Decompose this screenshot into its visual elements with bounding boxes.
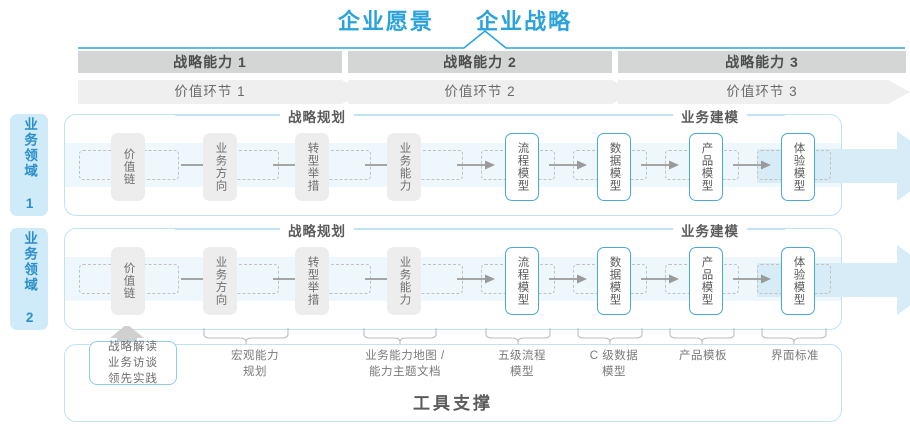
row-1-step-arrow-4	[457, 160, 495, 170]
capability-label-2: 战略能力 2	[443, 54, 517, 70]
row-1-section-caption-1: 战略规划	[280, 106, 354, 126]
value-stage-label-2: 价值环节 2	[444, 84, 516, 99]
row-1-step-label-3: 转型举措	[306, 142, 319, 192]
tool-label-1: 宏观能力 规划	[231, 350, 279, 378]
domain-row-1: 战略规划 业务建模 价值链 业务方向 转型举措 业务能力 流程模型	[64, 106, 910, 216]
tool-label-4: C 级数据 模型	[589, 350, 639, 378]
vision-connector-line	[78, 29, 905, 49]
domain-label-1-text: 业务领域 1	[22, 117, 38, 213]
row-2-flow-arrow	[757, 245, 910, 315]
row-2-step-box-3[interactable]: 转型举措	[295, 247, 329, 315]
row-1-step-label-6: 数据模型	[608, 142, 621, 192]
row-2-step-arrow-4	[457, 274, 495, 284]
domain-label-1: 业务领域 1	[10, 114, 48, 216]
row-2-step-label-2: 业务方向	[214, 256, 227, 306]
domain-label-2: 业务领域 2	[10, 228, 48, 330]
row-2-step-label-6: 数据模型	[608, 256, 621, 306]
capability-label-3: 战略能力 3	[725, 54, 799, 70]
tool-label-3: 五级流程 模型	[498, 350, 546, 378]
value-stage-bar-3: 价值环节 3	[618, 80, 910, 104]
row-1-step-box-5[interactable]: 流程模型	[505, 133, 539, 201]
row-1-step-label-2: 业务方向	[214, 142, 227, 192]
row-2-step-label-1: 价值链	[122, 262, 135, 300]
title-vision: 企业愿景	[337, 9, 434, 34]
capability-label-1: 战略能力 1	[173, 54, 247, 70]
domain-label-2-text: 业务领域 2	[22, 231, 38, 327]
row-2-step-label-8: 体验模型	[792, 256, 805, 306]
tool-support-title: 工具支撑	[413, 394, 493, 413]
row-1-step-arrow-7	[733, 160, 771, 170]
row-1-section-caption-2: 业务建模	[673, 106, 747, 126]
value-stage-bar-2: 价值环节 2	[348, 80, 634, 104]
row-2-section-caption-1: 战略规划	[280, 220, 354, 240]
page-title: 企业愿景 企业战略	[0, 4, 910, 36]
value-stage-label-3: 价值环节 3	[726, 84, 798, 99]
row-2-step-box-5[interactable]: 流程模型	[505, 247, 539, 315]
row-2-section-caption-2: 业务建模	[673, 220, 747, 240]
row-1-step-label-1: 价值链	[122, 148, 135, 186]
row-1-step-label-8: 体验模型	[792, 142, 805, 192]
tool-label-6: 界面标准	[771, 350, 819, 362]
row-1-step-box-8[interactable]: 体验模型	[781, 133, 815, 201]
domain-row-2: 战略规划 业务建模 价值链 业务方向 转型举措 业务能力 流程模型	[64, 220, 910, 330]
row-1-step-box-7[interactable]: 产品模型	[689, 133, 723, 201]
row-1-step-box-3[interactable]: 转型举措	[295, 133, 329, 201]
row-2-step-arrow-7	[733, 274, 771, 284]
row-2-step-label-3: 转型举措	[306, 256, 319, 306]
tool-label-5: 产品模板	[679, 350, 727, 362]
capability-bar-2: 战略能力 2	[348, 51, 612, 73]
row-1-step-label-7: 产品模型	[700, 142, 713, 192]
row-2-step-box-6[interactable]: 数据模型	[597, 247, 631, 315]
row-1-step-arrow-6	[641, 160, 679, 170]
row-2-step-label-4: 业务能力	[398, 256, 411, 306]
capability-bar-3: 战略能力 3	[618, 51, 906, 73]
row-2-step-arrow-6	[641, 274, 679, 284]
row-1-step-arrow-5	[549, 160, 587, 170]
row-1-step-label-4: 业务能力	[398, 142, 411, 192]
row-2-step-box-4[interactable]: 业务能力	[387, 247, 421, 315]
capability-bar-1: 战略能力 1	[78, 51, 342, 73]
row-2-step-box-8[interactable]: 体验模型	[781, 247, 815, 315]
row-2-step-box-7[interactable]: 产品模型	[689, 247, 723, 315]
tool-support-panel: 战略解读 业务访谈 领先实践 宏观能力 规划 业务能力地图 / 能力主题文档 五…	[64, 341, 842, 422]
row-2-step-arrow-5	[549, 274, 587, 284]
value-stage-label-1: 价值环节 1	[174, 84, 246, 99]
row-2-step-box-1[interactable]: 价值链	[111, 247, 145, 315]
row-1-step-box-6[interactable]: 数据模型	[597, 133, 631, 201]
tool-first-box-text: 战略解读 业务访谈 领先实践	[108, 340, 158, 386]
tool-first-box[interactable]: 战略解读 业务访谈 领先实践	[89, 341, 177, 385]
row-1-step-box-4[interactable]: 业务能力	[387, 133, 421, 201]
row-2-step-label-7: 产品模型	[700, 256, 713, 306]
row-1-flow-arrow	[757, 131, 910, 201]
row-1-rule-right	[365, 115, 785, 116]
row-1-step-box-1[interactable]: 价值链	[111, 133, 145, 201]
tool-label-2: 业务能力地图 / 能力主题文档	[365, 350, 445, 378]
row-1-step-box-2[interactable]: 业务方向	[203, 133, 237, 201]
title-strategy: 企业战略	[476, 9, 573, 34]
row-2-rule-right	[365, 229, 785, 230]
row-2-step-box-2[interactable]: 业务方向	[203, 247, 237, 315]
value-stage-bar-1: 价值环节 1	[78, 80, 364, 104]
row-1-step-label-5: 流程模型	[516, 142, 529, 192]
row-2-step-label-5: 流程模型	[516, 256, 529, 306]
